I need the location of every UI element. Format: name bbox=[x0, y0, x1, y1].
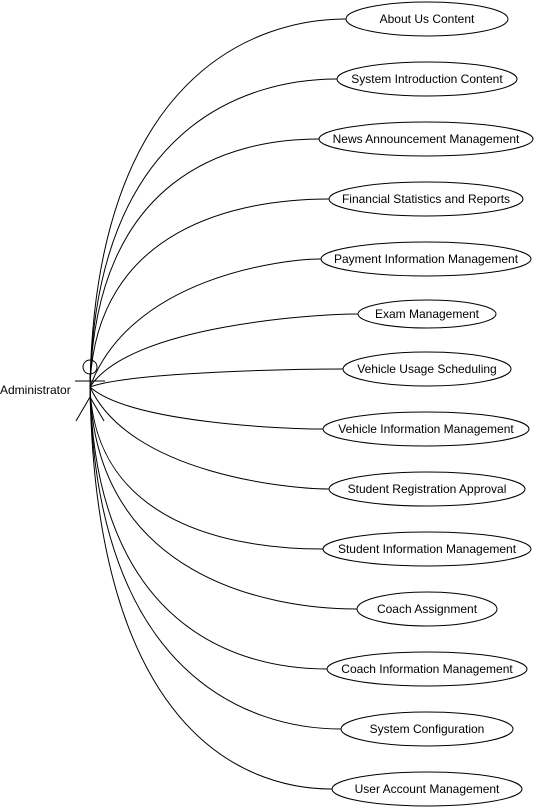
use-case-student-information-management[interactable]: Student Information Management bbox=[322, 531, 532, 567]
association-about-us-content bbox=[89, 18, 347, 388]
association-exam-management bbox=[89, 313, 359, 388]
use-case-news-announcement-management[interactable]: News Announcement Management bbox=[318, 121, 534, 157]
association-coach-assignment bbox=[89, 386, 358, 610]
use-case-ellipse bbox=[328, 471, 526, 507]
use-case-coach-assignment[interactable]: Coach Assignment bbox=[356, 591, 498, 627]
use-case-label: Exam Management bbox=[375, 307, 480, 321]
use-case-ellipse bbox=[340, 711, 514, 747]
use-case-user-account-management[interactable]: User Account Management bbox=[331, 771, 523, 807]
use-case-system-introduction-content[interactable]: System Introduction Content bbox=[336, 61, 518, 97]
use-case-financial-statistics-and-reports[interactable]: Financial Statistics and Reports bbox=[328, 181, 524, 217]
use-case-label: User Account Management bbox=[355, 782, 500, 796]
use-case-ellipse bbox=[320, 241, 532, 277]
actor-right-leg bbox=[89, 396, 105, 422]
association-coach-information-management bbox=[89, 386, 328, 670]
use-case-ellipse bbox=[331, 771, 523, 807]
association-payment-information-management bbox=[89, 258, 322, 388]
use-case-ellipse bbox=[326, 651, 528, 687]
use-case-exam-management[interactable]: Exam Management bbox=[357, 299, 497, 329]
use-case-label: Vehicle Information Management bbox=[338, 422, 514, 436]
use-case-coach-information-management[interactable]: Coach Information Management bbox=[326, 651, 528, 687]
use-case-ellipse bbox=[336, 61, 518, 97]
association-system-introduction-content bbox=[89, 78, 338, 388]
use-case-ellipse bbox=[356, 591, 498, 627]
use-case-ellipse bbox=[318, 121, 534, 157]
use-case-ellipse bbox=[322, 531, 532, 567]
use-case-label: Student Information Management bbox=[338, 542, 517, 556]
association-vehicle-usage-scheduling bbox=[89, 368, 344, 388]
use-case-ellipse bbox=[345, 1, 509, 37]
use-case-vehicle-information-management[interactable]: Vehicle Information Management bbox=[322, 411, 530, 447]
use-case-label: System Configuration bbox=[370, 722, 485, 736]
association-student-registration-approval bbox=[89, 386, 330, 490]
administrator-actor[interactable] bbox=[75, 359, 105, 422]
association-financial-statistics-and-reports bbox=[89, 198, 330, 388]
use-case-vehicle-usage-scheduling[interactable]: Vehicle Usage Scheduling bbox=[342, 351, 512, 387]
use-case-ellipse bbox=[328, 181, 524, 217]
use-case-payment-information-management[interactable]: Payment Information Management bbox=[320, 241, 532, 277]
use-case-ellipse bbox=[342, 351, 512, 387]
use-case-label: Vehicle Usage Scheduling bbox=[357, 362, 496, 376]
association-vehicle-information-management bbox=[89, 386, 324, 430]
use-case-label: Coach Information Management bbox=[341, 662, 513, 676]
use-case-label: About Us Content bbox=[380, 12, 475, 26]
use-case-label: Student Registration Approval bbox=[348, 482, 507, 496]
association-system-configuration bbox=[89, 386, 342, 730]
use-case-label: System Introduction Content bbox=[351, 72, 503, 86]
association-lines bbox=[89, 18, 359, 790]
use-case-about-us-content[interactable]: About Us Content bbox=[345, 1, 509, 37]
actor-label: Administrator bbox=[0, 383, 71, 397]
use-case-label: News Announcement Management bbox=[333, 132, 520, 146]
use-case-ellipse bbox=[322, 411, 530, 447]
use-case-label: Payment Information Management bbox=[334, 252, 519, 266]
use-case-label: Financial Statistics and Reports bbox=[342, 192, 510, 206]
association-student-information-management bbox=[89, 386, 324, 550]
use-case-label: Coach Assignment bbox=[377, 602, 478, 616]
use-case-system-configuration[interactable]: System Configuration bbox=[340, 711, 514, 747]
association-user-account-management bbox=[89, 386, 333, 790]
association-news-announcement-management bbox=[89, 138, 320, 388]
actor-left-leg bbox=[75, 396, 91, 422]
use-case-ellipse bbox=[357, 299, 497, 329]
use-case-student-registration-approval[interactable]: Student Registration Approval bbox=[328, 471, 526, 507]
